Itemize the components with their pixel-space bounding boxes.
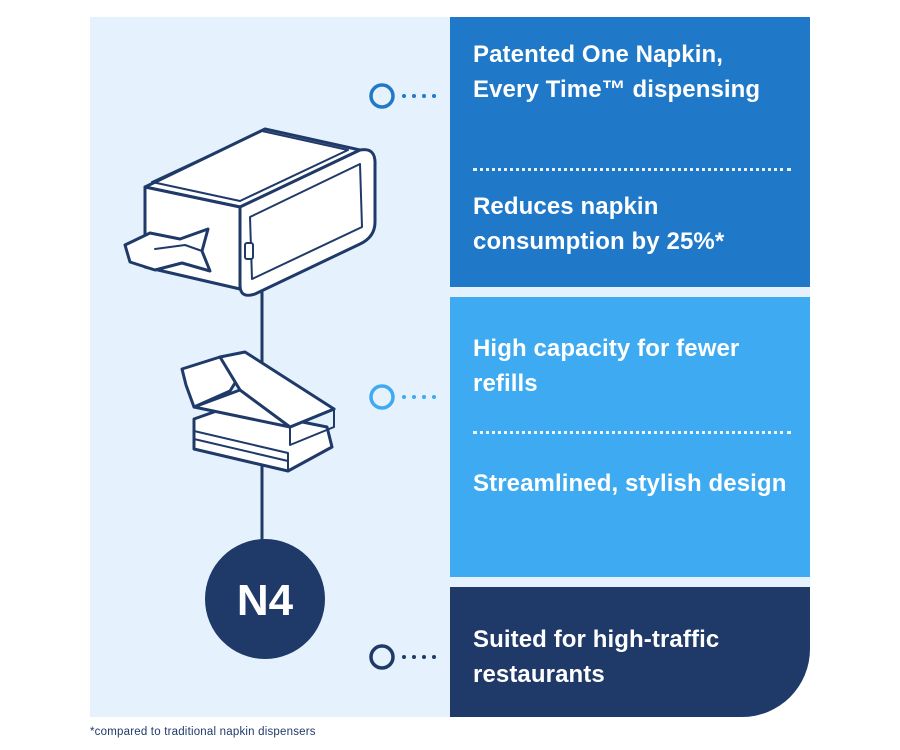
infographic: N4 Patented One Napkin, Every Time™ disp…	[90, 17, 810, 717]
footnote: *compared to traditional napkin dispense…	[90, 726, 316, 738]
feature-high-capacity: High capacity for fewer refills	[473, 335, 740, 397]
feature-high-traffic: Suited for high-traffic restaurants	[473, 626, 720, 688]
folded-napkins-icon	[180, 350, 336, 473]
feature-streamlined-design: Streamlined, stylish design	[473, 470, 787, 497]
illustration: N4	[123, 127, 377, 659]
napkin-dispenser-icon	[123, 127, 377, 297]
n4-badge-circle	[205, 539, 325, 659]
feature-panel-capacity: High capacity for fewer refills Streamli…	[450, 297, 810, 577]
dotted-divider	[473, 431, 791, 434]
dot-connector-icon	[369, 384, 436, 410]
dotted-divider	[473, 168, 791, 171]
dot-connector-icon	[369, 83, 436, 109]
feature-panel-restaurants: Suited for high-traffic restaurants	[450, 587, 810, 717]
feature-panel-dispensing: Patented One Napkin, Every Time™ dispens…	[450, 17, 810, 287]
dot-connector-icon	[369, 644, 436, 670]
feature-one-napkin: Patented One Napkin, Every Time™ dispens…	[473, 41, 761, 103]
n4-badge-label: N4	[237, 576, 294, 625]
feature-reduces-consumption: Reduces napkin consumption by 25%*	[473, 193, 725, 255]
